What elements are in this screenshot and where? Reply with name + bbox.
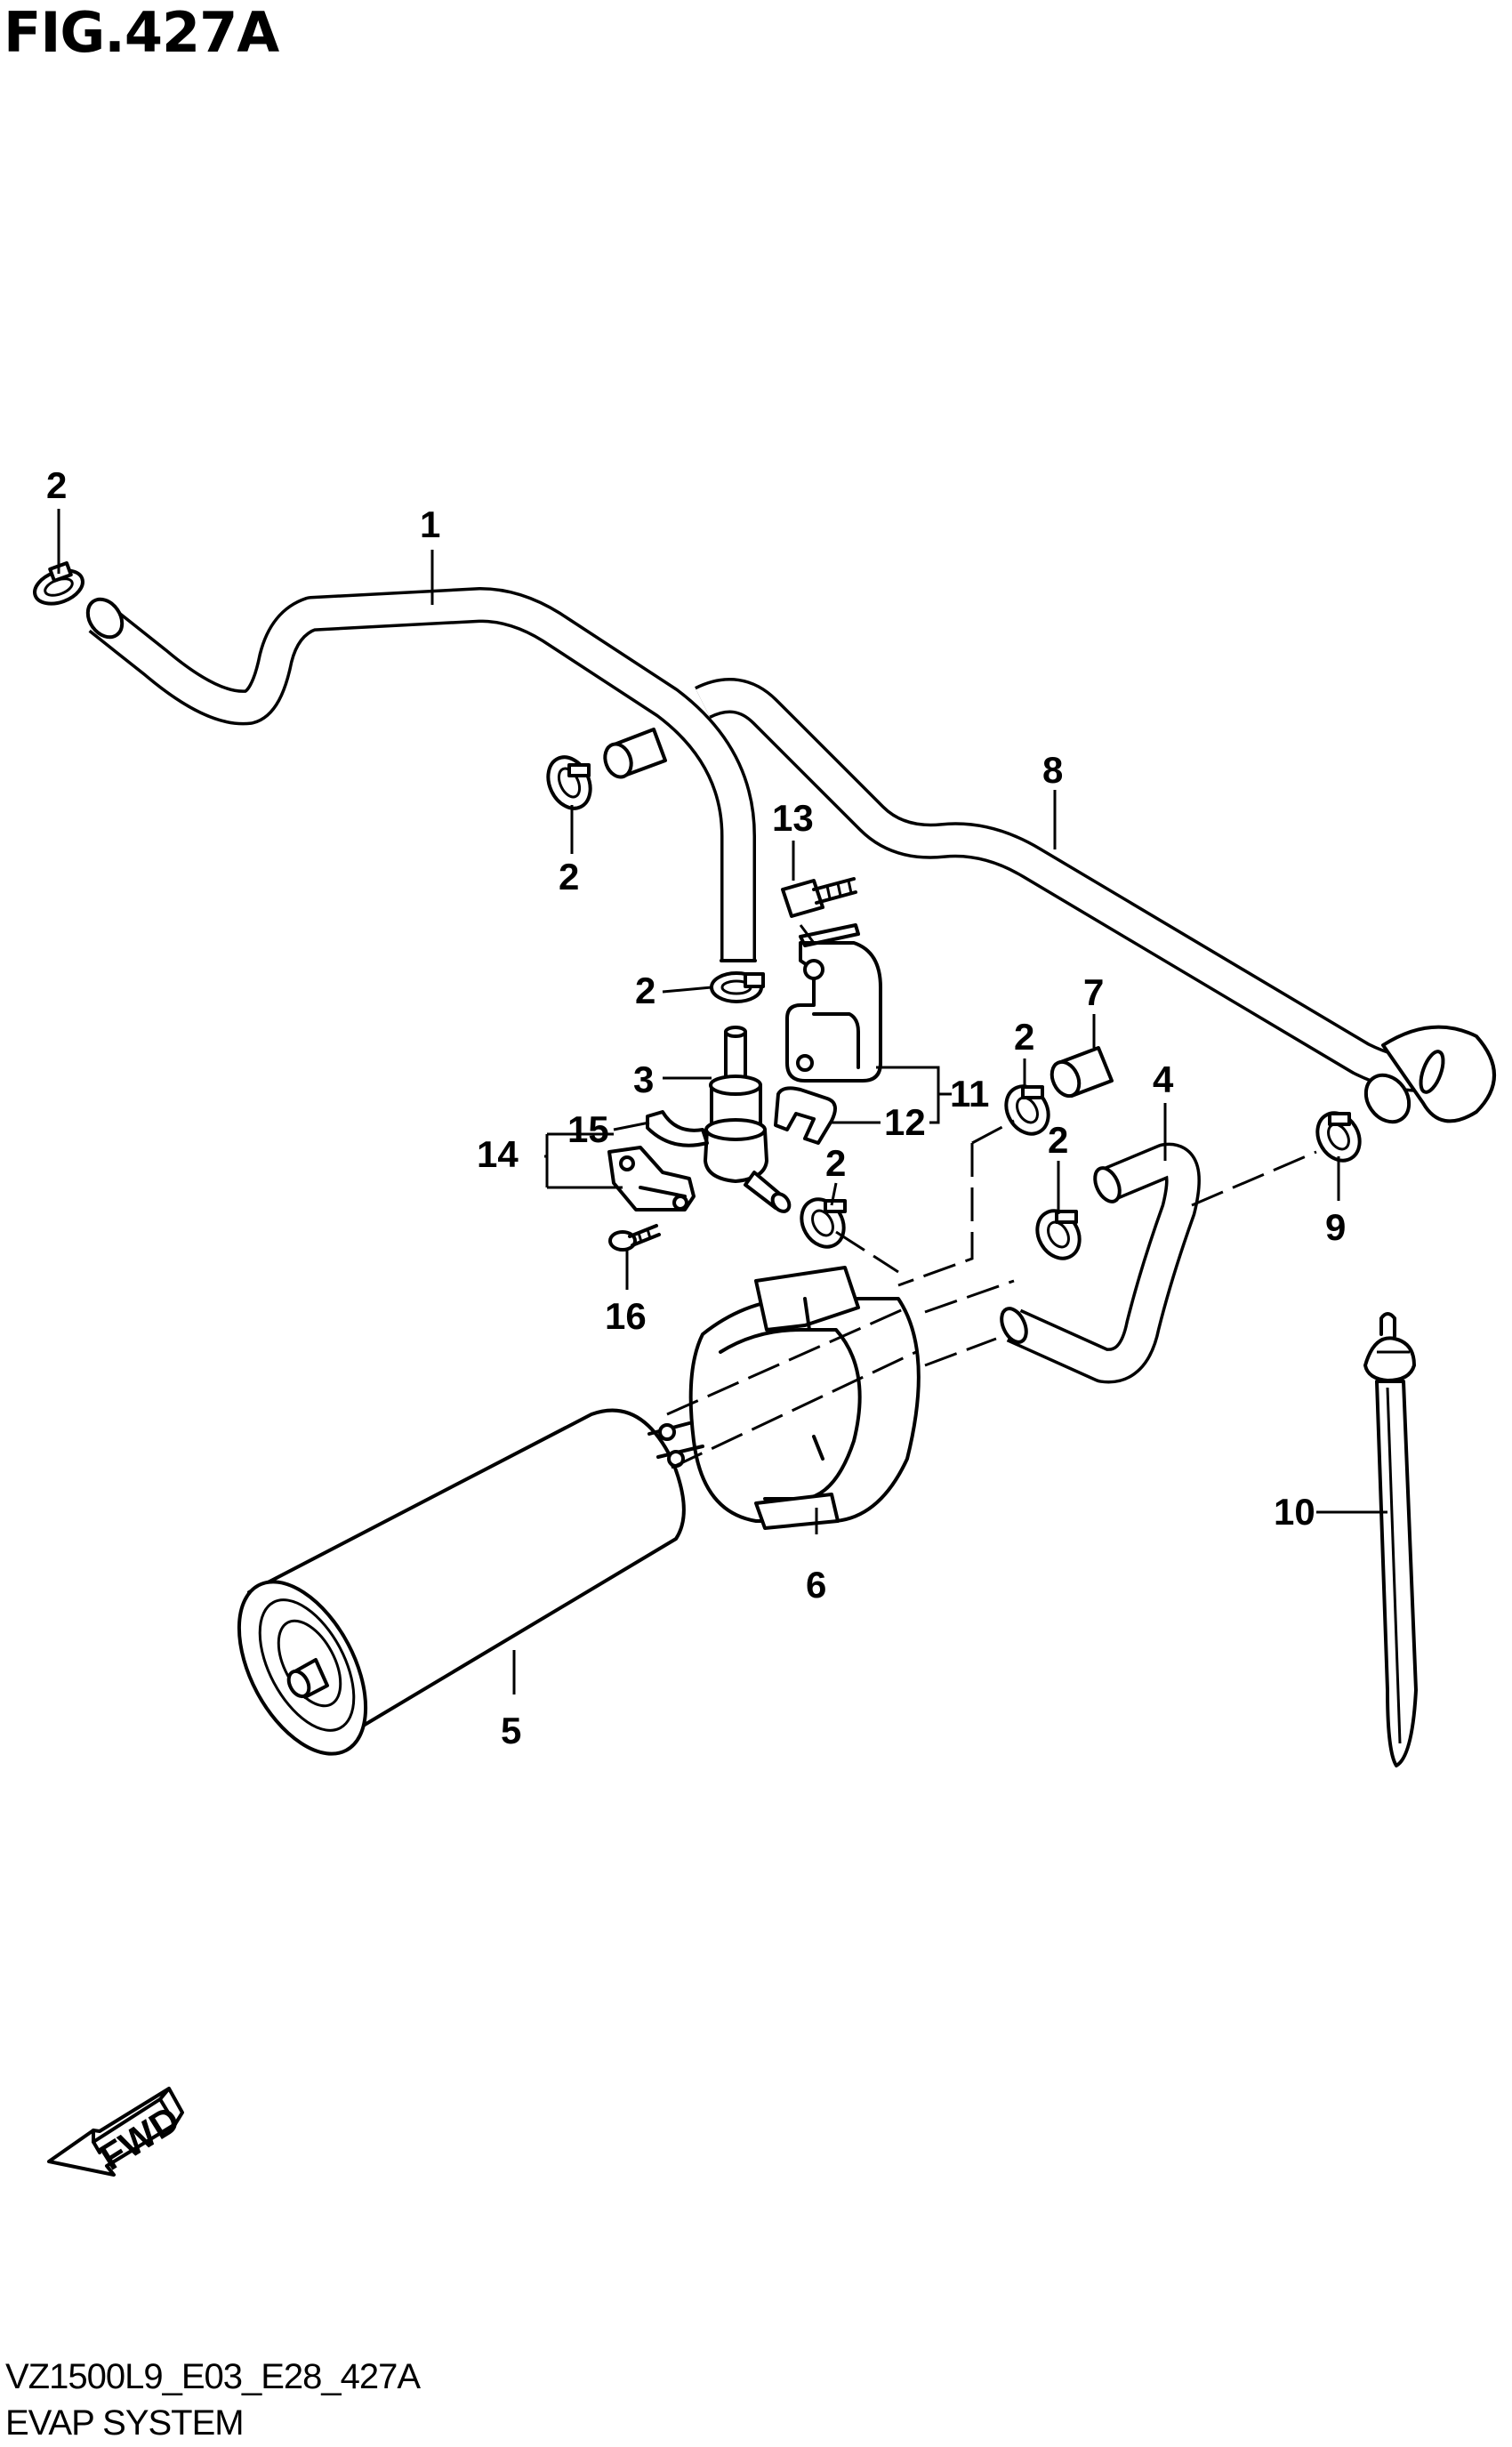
callout-15: 15: [567, 1108, 609, 1150]
clamp-2-valve-top[interactable]: [710, 971, 765, 1003]
callout-8: 8: [1042, 749, 1063, 791]
leader-2d: [830, 1182, 838, 1206]
dash-6-hose4: [924, 1279, 1015, 1314]
callout-2b: 2: [559, 856, 579, 898]
callout-16: 16: [605, 1295, 647, 1337]
callout-1: 1: [420, 503, 440, 545]
hose-4[interactable]: [997, 1142, 1201, 1384]
callout-3: 3: [633, 1058, 654, 1100]
clamp-2-top-left[interactable]: [30, 561, 87, 610]
callout-12: 12: [884, 1101, 926, 1143]
dash-hose4-clamp9: [1191, 1150, 1317, 1207]
hose-1[interactable]: [81, 587, 757, 962]
fwd-arrow-icon: FWD: [47, 2087, 187, 2178]
figure-code: VZ1500L9_E03_E28_427A: [5, 2357, 421, 2396]
screw-16[interactable]: [608, 1224, 661, 1252]
callout-4: 4: [1153, 1058, 1174, 1100]
hose-8[interactable]: [695, 678, 1496, 1131]
dash-clamp-6: [835, 1230, 899, 1274]
clamp-2-near-7[interactable]: [998, 1079, 1057, 1141]
callout-6: 6: [806, 1564, 826, 1606]
bracket-14[interactable]: [607, 1146, 696, 1211]
leader-11: [876, 1066, 952, 1124]
clamp-2-valve-outlet[interactable]: [793, 1192, 852, 1254]
leader-15: [613, 1121, 650, 1131]
figure-name: EVAP SYSTEM: [5, 2403, 245, 2443]
callout-2e: 2: [1014, 1016, 1034, 1058]
callout-14: 14: [477, 1133, 519, 1175]
callout-10: 10: [1274, 1491, 1315, 1533]
dash-6-hose4b: [924, 1337, 997, 1367]
bolt-13[interactable]: [781, 877, 857, 918]
canister-5[interactable]: [213, 1408, 704, 1775]
clamp-9[interactable]: [1309, 1106, 1368, 1168]
joint-tube: [603, 728, 667, 779]
dash-bolt-bracket: [799, 924, 816, 944]
holder-band-6[interactable]: [688, 1266, 921, 1530]
dash-canister-6b: [671, 1350, 917, 1469]
callout-2d: 2: [825, 1142, 846, 1184]
hose-7[interactable]: [1047, 1046, 1114, 1100]
valve-3[interactable]: [704, 1026, 792, 1215]
dash-7-clamp: [971, 1119, 1015, 1145]
holder-12[interactable]: [774, 1086, 837, 1145]
callout-7: 7: [1083, 971, 1104, 1013]
figure-title: FIG.427A: [4, 0, 279, 65]
bracket-11[interactable]: [785, 923, 882, 1083]
callout-2c: 2: [635, 970, 655, 1011]
leader-2c: [662, 986, 712, 994]
callout-5: 5: [501, 1710, 521, 1751]
callout-11: 11: [950, 1073, 989, 1115]
fwd-label: FWD: [92, 2097, 187, 2178]
callout-2f: 2: [1048, 1119, 1068, 1161]
callout-9: 9: [1325, 1206, 1346, 1248]
clamp-2-hose-4[interactable]: [1029, 1203, 1088, 1266]
callout-2a: 2: [46, 464, 67, 506]
leader-14: [544, 1132, 623, 1189]
callout-13: 13: [772, 797, 814, 839]
clamp-2-upper-mid[interactable]: [540, 751, 598, 816]
dash-7-down: [897, 1143, 974, 1287]
cable-tie-10[interactable]: [1363, 1312, 1418, 1767]
clip-15[interactable]: [646, 1110, 709, 1147]
